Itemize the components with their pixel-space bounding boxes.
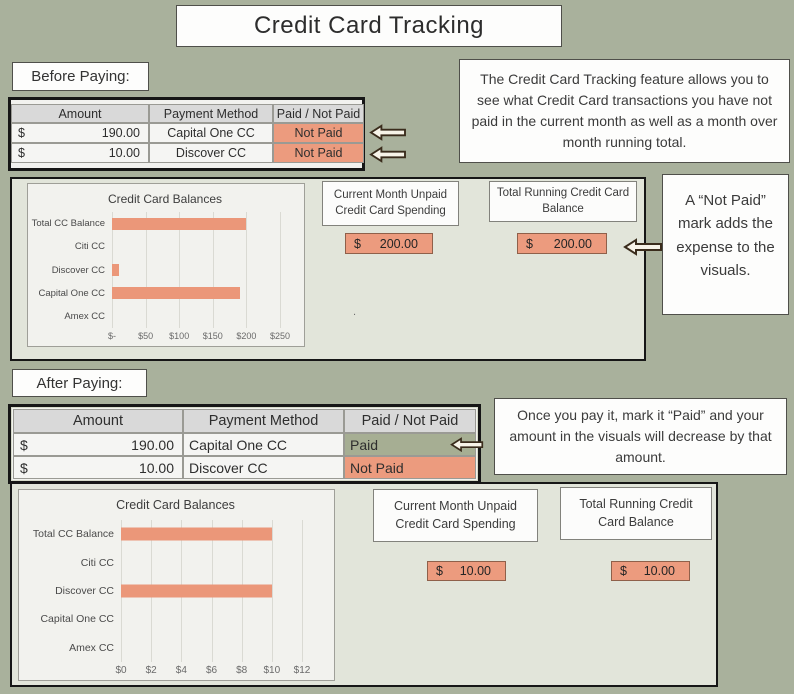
bar [121,584,272,598]
currency-symbol: $ [18,146,25,160]
bar [112,217,247,230]
paid-explanation-note: Once you pay it, mark it “Paid” and your… [494,398,787,475]
kpi-amount: 200.00 [379,236,418,251]
gridline [212,212,214,328]
category-label: Total CC Balance [32,528,114,541]
kpi-amount: 200.00 [553,236,592,251]
amount-value: 190.00 [101,126,140,140]
x-tick-label: $50 [138,331,154,341]
chart-title: Credit Card Balances [116,498,235,512]
payment-method-cell[interactable]: Capital One CC [183,433,344,456]
payment-method-cell[interactable]: Discover CC [149,143,273,163]
not-paid-explanation-note: A “Not Paid” mark adds the expense to th… [662,174,789,315]
column-header-amount: Amount [11,104,149,123]
kpi-amount: 10.00 [643,564,675,578]
after-paying-table: Amount Payment Method Paid / Not Paid $ … [8,404,484,484]
payment-method-cell[interactable]: Discover CC [183,456,344,479]
payment-method-cell[interactable]: Capital One CC [149,123,273,143]
currency-symbol: $ [436,564,443,578]
amount-value: 10.00 [138,459,174,476]
category-label: Capital One CC [40,613,114,626]
feature-description-note: The Credit Card Tracking feature allows … [459,59,790,163]
chart-plot-area: $0 $2 $4 $6 $8 $10 $12 [115,520,310,676]
amount-cell[interactable]: $ 190.00 [13,433,183,456]
left-arrow-icon [623,238,663,256]
category-label: Amex CC [69,641,114,654]
column-header-payment-method: Payment Method [149,104,273,123]
before-paying-table: Amount Payment Method Paid / Not Paid $ … [8,97,365,171]
category-label: Discover CC [55,585,114,598]
gridline [271,520,273,662]
kpi-running-balance-value: $ 10.00 [611,561,690,581]
kpi-unpaid-spending-label: Current Month Unpaid Credit Card Spendin… [373,489,538,542]
kpi-unpaid-spending-label: Current Month Unpaid Credit Card Spendin… [322,181,459,226]
x-tick-label: $10 [263,665,281,676]
paid-status-cell[interactable]: Not Paid [344,456,476,479]
x-tick-label: $8 [236,665,248,676]
category-label: Total CC Balance [31,218,105,230]
kpi-amount: 10.00 [459,564,491,578]
gridline [302,520,303,662]
currency-symbol: $ [20,459,28,476]
gridline [179,212,181,328]
currency-symbol: $ [526,236,533,251]
column-header-paid-status: Paid / Not Paid [273,104,364,123]
category-label: Discover CC [51,264,105,276]
category-label: Citi CC [74,241,105,253]
x-tick-label: $12 [293,665,311,676]
kpi-running-balance-value: $ 200.00 [517,233,607,254]
currency-symbol: $ [20,436,28,453]
x-tick-label: $250 [269,331,291,341]
amount-value: 190.00 [131,436,174,453]
x-tick-label: $- [107,331,117,341]
before-paying-label: Before Paying: [12,62,149,91]
bar [121,527,272,541]
paid-status-cell[interactable]: Paid [344,433,484,456]
gridline [246,212,248,328]
x-tick-label: $200 [236,331,257,341]
currency-symbol: $ [354,236,361,251]
left-arrow-icon [368,146,408,163]
currency-symbol: $ [620,564,627,578]
x-tick-label: $0 [115,665,127,676]
left-arrow-icon [450,437,484,453]
column-header-payment-method: Payment Method [183,409,344,433]
kpi-unpaid-spending-value: $ 10.00 [427,561,506,581]
chart-title: Credit Card Balances [107,192,223,206]
after-paying-label: After Paying: [12,369,147,397]
kpi-unpaid-spending-value: $ 200.00 [345,233,433,254]
x-tick-label: $4 [175,665,187,676]
stray-mark: . [353,306,357,318]
amount-cell[interactable]: $ 190.00 [11,123,149,143]
x-tick-label: $6 [205,665,218,676]
currency-symbol: $ [18,126,25,140]
kpi-running-balance-label: Total Running Credit Card Balance [560,487,712,540]
chart-plot-area: $- $50 $100 $150 $200 $250 [108,212,290,341]
column-header-paid-status: Paid / Not Paid [344,409,476,433]
x-tick-label: $150 [202,331,223,341]
page-title: Credit Card Tracking [176,5,562,47]
x-tick-label: $2 [145,665,157,676]
paid-status-cell[interactable]: Not Paid [273,143,364,163]
paid-status-text: Paid [350,436,379,453]
bar [112,264,119,276]
category-label: Amex CC [64,310,105,322]
left-arrow-icon [368,124,408,141]
bar [112,287,240,300]
column-header-amount: Amount [13,409,183,433]
gridline [145,212,147,328]
kpi-running-balance-label: Total Running Credit Card Balance [489,181,637,222]
paid-status-cell[interactable]: Not Paid [273,123,364,143]
amount-cell[interactable]: $ 10.00 [13,456,183,479]
amount-cell[interactable]: $ 10.00 [11,143,149,163]
amount-value: 10.00 [108,146,140,160]
x-tick-label: $100 [169,331,190,341]
category-label: Capital One CC [38,287,105,299]
category-label: Citi CC [80,556,114,569]
gridline [280,212,281,328]
